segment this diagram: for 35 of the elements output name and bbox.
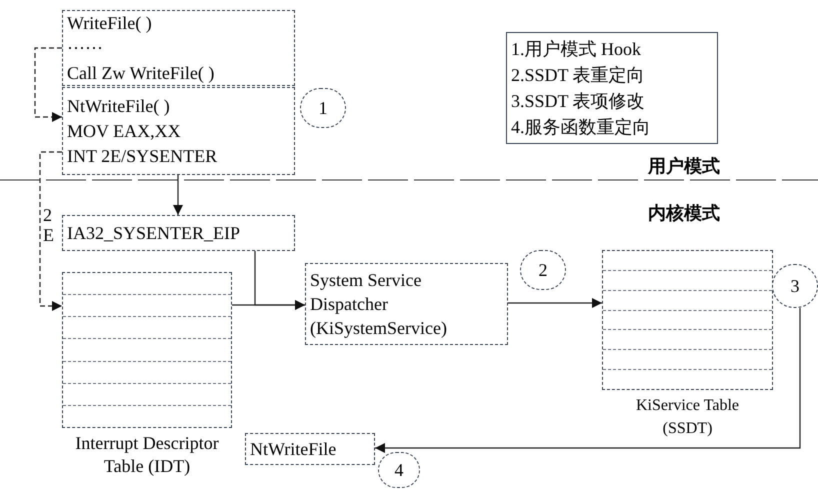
- arrow: [39, 151, 62, 311]
- code-box: [62, 10, 295, 86]
- node-text: Call Zw WriteFile( ): [67, 62, 216, 85]
- node-text: WriteFile( ): [67, 12, 153, 35]
- arrow: [173, 175, 183, 215]
- node-text: 4.服务函数重定向: [511, 116, 652, 139]
- callout-number: 3: [790, 274, 800, 298]
- note-box: [506, 32, 718, 144]
- callout-number: 1: [318, 96, 328, 120]
- arrow: [508, 298, 602, 308]
- table-caption: Interrupt Descriptor Table (IDT): [74, 432, 220, 478]
- process-box: [305, 263, 508, 345]
- arrow: [232, 300, 305, 310]
- arrow: [34, 47, 62, 122]
- process-box: [62, 215, 295, 251]
- callout-number: 4: [394, 458, 404, 482]
- node-text: NtWriteFile( ): [67, 94, 171, 118]
- node-text: IA32_SYSENTER_EIP: [67, 222, 242, 245]
- node-text: 1.用户模式 Hook: [511, 38, 642, 61]
- table-caption: KiService Table (SSDT): [635, 396, 740, 439]
- node-text: MOV EAX,XX: [67, 120, 182, 142]
- node-text: INT 2E/SYSENTER: [67, 144, 218, 168]
- mode-label: 用户模式: [648, 155, 720, 178]
- callout-number: 2: [538, 258, 548, 282]
- node-text: NtWriteFile: [250, 438, 338, 461]
- node-text: ······: [67, 36, 104, 60]
- arrow: [375, 308, 801, 453]
- node-text: 3.SSDT 表项修改: [511, 90, 646, 113]
- table-box: [62, 272, 232, 428]
- code-box: [62, 87, 295, 175]
- process-box: [245, 433, 375, 465]
- mode-label: 内核模式: [648, 202, 720, 225]
- node-text: System Service Dispatcher (KiSystemService): [310, 269, 448, 340]
- table-box: [602, 250, 773, 390]
- node-text: 2.SSDT 表重定向: [511, 64, 646, 87]
